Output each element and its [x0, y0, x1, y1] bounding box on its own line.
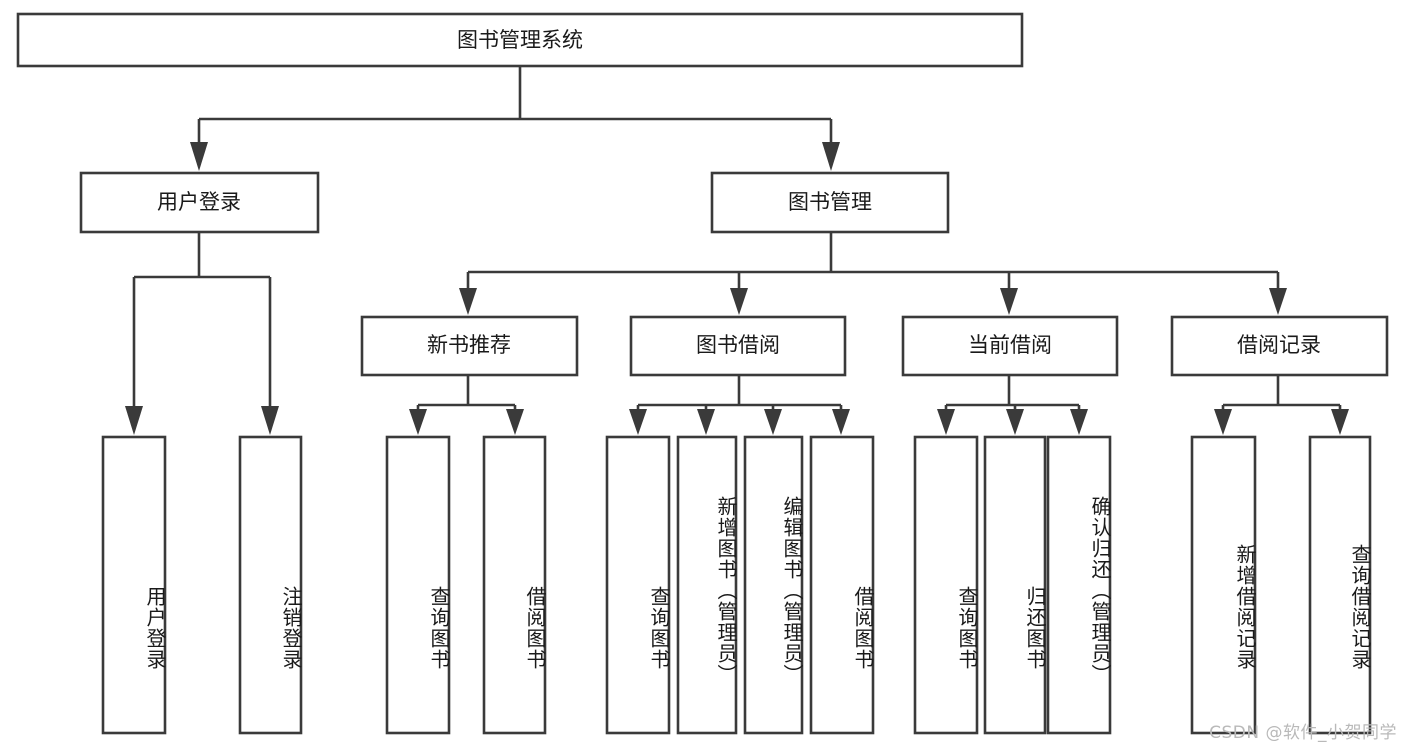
arrow-leaf-query-book-2 — [629, 409, 647, 435]
node-leaf-borrow-book-1-box[interactable] — [482, 435, 547, 735]
node-root-label: 图书管理系统 — [457, 28, 583, 52]
node-new-book-rec[interactable]: 新书推荐 — [360, 315, 579, 377]
arrow-leaf-edit-book — [764, 409, 782, 435]
node-user-login[interactable]: 用户登录 — [79, 171, 320, 234]
arrow-leaf-borrow-book-2 — [832, 409, 850, 435]
node-leaf-borrow-book-2-box[interactable] — [809, 435, 875, 735]
arrow-leaf-add-book — [697, 409, 715, 435]
node-current-borrow-label: 当前借阅 — [968, 333, 1052, 357]
arrow-leaf-user-logout — [261, 406, 279, 435]
node-current-borrow-box[interactable] — [901, 315, 1119, 377]
arrow-leaf-query-book-1 — [409, 409, 427, 435]
node-borrow-record-label: 借阅记录 — [1237, 333, 1321, 357]
node-book-borrow-box[interactable] — [629, 315, 847, 377]
node-leaf-add-book-box[interactable] — [676, 435, 738, 735]
arrow-leaf-confirm-return — [1070, 409, 1088, 435]
node-user-login-label: 用户登录 — [157, 190, 241, 214]
arrow-user-login — [190, 142, 208, 171]
node-book-borrow[interactable]: 图书借阅 — [629, 315, 847, 377]
arrow-book-borrow — [730, 288, 748, 315]
arrow-book-manage — [822, 142, 840, 171]
arrow-leaf-query-record — [1331, 409, 1349, 435]
nodes-horizontal-layer: 图书管理系统 用户登录 图书管理 新书推荐 图书借阅 当前借阅 — [16, 12, 1389, 735]
node-leaf-query-book-2-box[interactable] — [605, 435, 671, 735]
node-root[interactable]: 图书管理系统 — [16, 12, 1024, 68]
node-leaf-query-book-3-box[interactable] — [913, 435, 979, 735]
arrow-leaf-return-book — [1006, 409, 1024, 435]
node-leaf-confirm-return-box[interactable] — [1046, 435, 1112, 735]
arrow-new-book-rec — [459, 288, 477, 315]
node-new-book-rec-label: 新书推荐 — [427, 333, 511, 357]
arrow-leaf-user-login — [125, 406, 143, 435]
node-book-manage[interactable]: 图书管理 — [710, 171, 950, 234]
node-book-manage-label: 图书管理 — [788, 190, 872, 214]
node-leaf-user-login-box[interactable] — [101, 435, 167, 735]
node-book-borrow-label: 图书借阅 — [696, 333, 780, 357]
node-leaf-query-record-box[interactable] — [1308, 435, 1372, 735]
node-user-login-box[interactable] — [79, 171, 320, 234]
node-root-box[interactable] — [16, 12, 1024, 68]
node-current-borrow[interactable]: 当前借阅 — [901, 315, 1119, 377]
node-leaf-edit-book-box[interactable] — [743, 435, 804, 735]
node-borrow-record-box[interactable] — [1170, 315, 1389, 377]
node-leaf-add-record-box[interactable] — [1190, 435, 1257, 735]
node-book-manage-box[interactable] — [710, 171, 950, 234]
arrow-leaf-query-book-3 — [937, 409, 955, 435]
arrow-borrow-record — [1269, 288, 1287, 315]
node-leaf-query-book-1-box[interactable] — [385, 435, 451, 735]
arrow-current-borrow — [1000, 288, 1018, 315]
node-leaf-user-logout-box[interactable] — [238, 435, 303, 735]
edges-layer — [125, 66, 1349, 435]
node-borrow-record[interactable]: 借阅记录 — [1170, 315, 1389, 377]
csdn-watermark: CSDN @软件_小贺同学 — [1209, 723, 1397, 743]
node-leaf-return-book-box[interactable] — [983, 435, 1047, 735]
nodes-leaf-boxes-layer — [101, 435, 1372, 735]
node-new-book-rec-box[interactable] — [360, 315, 579, 377]
arrow-leaf-borrow-book-1 — [506, 409, 524, 435]
arrow-leaf-add-record — [1214, 409, 1232, 435]
